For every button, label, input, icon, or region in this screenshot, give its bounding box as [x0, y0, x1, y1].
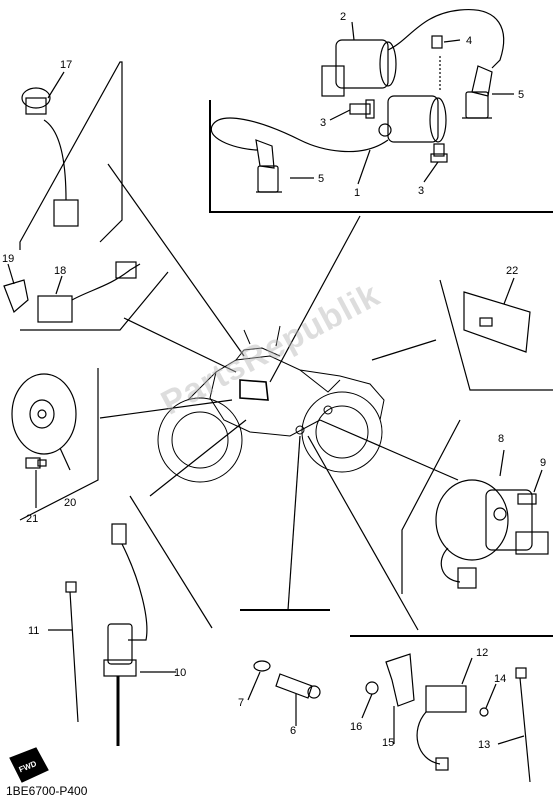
part-14-screw	[479, 683, 497, 717]
callout-21: 21	[26, 513, 38, 525]
callout-1: 1	[354, 187, 360, 199]
group-frame-17	[19, 61, 123, 250]
callout-15: 15	[382, 737, 394, 749]
callout-16: 16	[350, 721, 362, 733]
part-11-cable-tie	[48, 581, 79, 723]
plug-cap-right	[462, 65, 493, 119]
callout-10: 10	[174, 667, 186, 679]
forward-indicator-icon	[9, 747, 49, 783]
callout-7: 7	[238, 697, 244, 709]
diagram-code: 1BE6700-P400	[6, 784, 88, 798]
part-16-screw	[361, 681, 379, 719]
ignition-coil-upper	[321, 9, 505, 97]
bolt-3-upper	[349, 99, 375, 119]
group-frame-8-9	[401, 419, 461, 594]
group-frame-18-19	[20, 271, 169, 331]
part-19-bracket	[3, 263, 29, 314]
plug-cap-left	[255, 139, 282, 193]
callout-5-right: 5	[518, 89, 524, 101]
callout-12: 12	[476, 647, 488, 659]
part-6-bolt	[275, 673, 321, 726]
callout-14: 14	[494, 673, 506, 685]
part-9-screw	[517, 469, 543, 505]
callout-4: 4	[466, 35, 472, 47]
nut-4	[431, 35, 443, 49]
callout-8: 8	[498, 433, 504, 445]
part-10-sensor	[103, 523, 176, 746]
group-frame-22	[439, 279, 553, 391]
callout-3-lower: 3	[418, 185, 424, 197]
callout-17: 17	[60, 59, 72, 71]
ignition-coil-group-frame	[209, 100, 553, 213]
callout-13: 13	[478, 739, 490, 751]
group-frame-10-11	[129, 495, 213, 629]
callout-3-upper: 3	[320, 117, 326, 129]
callout-18: 18	[54, 265, 66, 277]
callout-labels: 2 4 5 3 5 1 3 17 19 18 22 8 9 20 21 11 1…	[2, 11, 546, 774]
part-17-switch	[21, 71, 79, 227]
callout-20: 20	[64, 497, 76, 509]
part-20-horn	[11, 373, 77, 471]
callout-9: 9	[540, 457, 546, 469]
part-18-relay	[37, 261, 141, 323]
motorcycle-outline	[157, 325, 385, 483]
ignition-coil-lower	[210, 95, 447, 153]
part-21-bolt	[25, 457, 47, 508]
part-13-cable-tie	[497, 667, 531, 783]
part-22-plate	[463, 277, 531, 353]
group-frame-horn	[19, 368, 99, 521]
part-12-switch	[425, 657, 473, 713]
callout-2: 2	[340, 11, 346, 23]
callout-5-left: 5	[318, 173, 324, 185]
callout-22: 22	[506, 265, 518, 277]
part-7-washer	[247, 660, 271, 701]
part-15-bracket	[385, 653, 415, 707]
callout-6: 6	[290, 725, 296, 737]
bolt-3-lower	[430, 143, 448, 163]
callout-19: 19	[2, 253, 14, 265]
callout-11: 11	[28, 625, 39, 637]
part-8-housing	[435, 449, 549, 589]
